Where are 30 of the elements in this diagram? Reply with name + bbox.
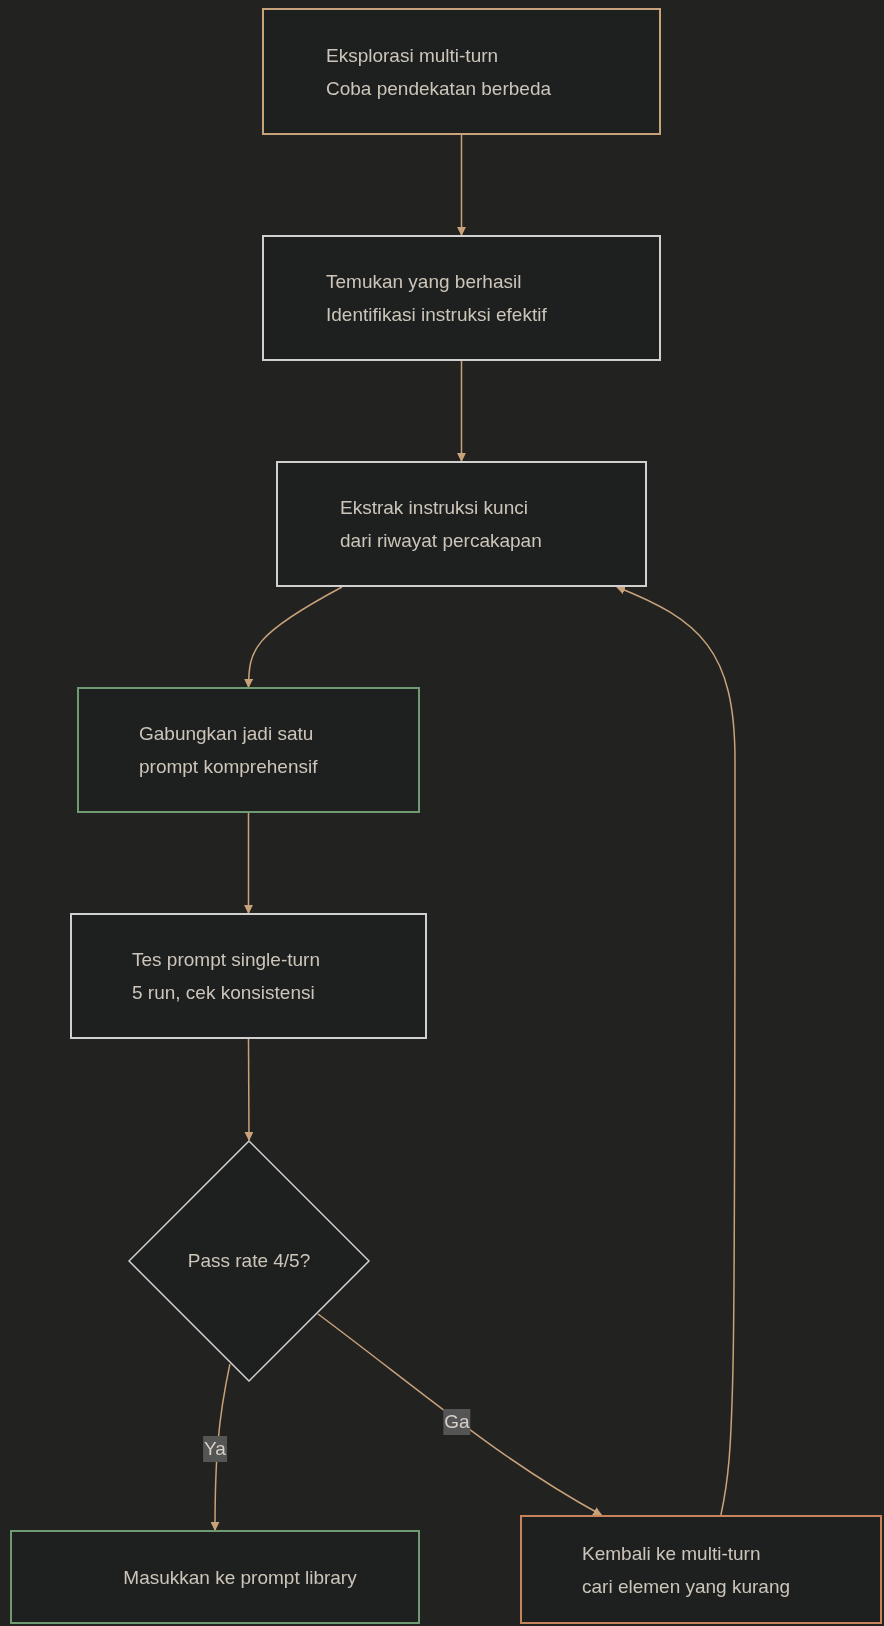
- box-text: 5 run, cek konsistensi: [132, 981, 315, 1005]
- box-text: Coba pendekatan berbeda: [326, 76, 552, 101]
- process-box: [520, 1515, 882, 1624]
- process-box: [77, 687, 420, 813]
- process-box: [10, 1530, 420, 1624]
- box-text: dari riwayat percakapan: [340, 529, 542, 553]
- box-text: Ekstrak instruksi kunci: [340, 496, 528, 520]
- arrow: [457, 360, 466, 462]
- box-text: cari elemen yang kurang: [582, 1574, 791, 1599]
- arrow: [457, 134, 466, 236]
- arrow: [244, 812, 253, 914]
- edge-label: Ga: [443, 1409, 471, 1435]
- decision-text: Pass rate 4/5?: [187, 1249, 311, 1273]
- box-text: Kembali ke multi-turn: [582, 1541, 761, 1566]
- process-box: [70, 913, 427, 1039]
- arrow: [244, 586, 343, 688]
- process-box: [262, 235, 661, 361]
- box-text: Gabungkan jadi satu: [139, 722, 314, 746]
- process-box: [262, 8, 661, 135]
- box-text: Masukkan ke prompt library: [123, 1565, 357, 1590]
- arrow: [616, 585, 736, 1516]
- box-text: Tes prompt single-turn: [132, 948, 320, 972]
- box-text: Identifikasi instruksi efektif: [326, 303, 547, 327]
- arrow: [244, 1038, 254, 1141]
- box-text: prompt komprehensif: [139, 755, 318, 779]
- edge-label: Ya: [203, 1436, 227, 1462]
- arrow: [317, 1313, 603, 1516]
- box-text: Eksplorasi multi-turn: [326, 43, 499, 68]
- process-box: [276, 461, 647, 587]
- box-text: Temukan yang berhasil: [326, 270, 522, 294]
